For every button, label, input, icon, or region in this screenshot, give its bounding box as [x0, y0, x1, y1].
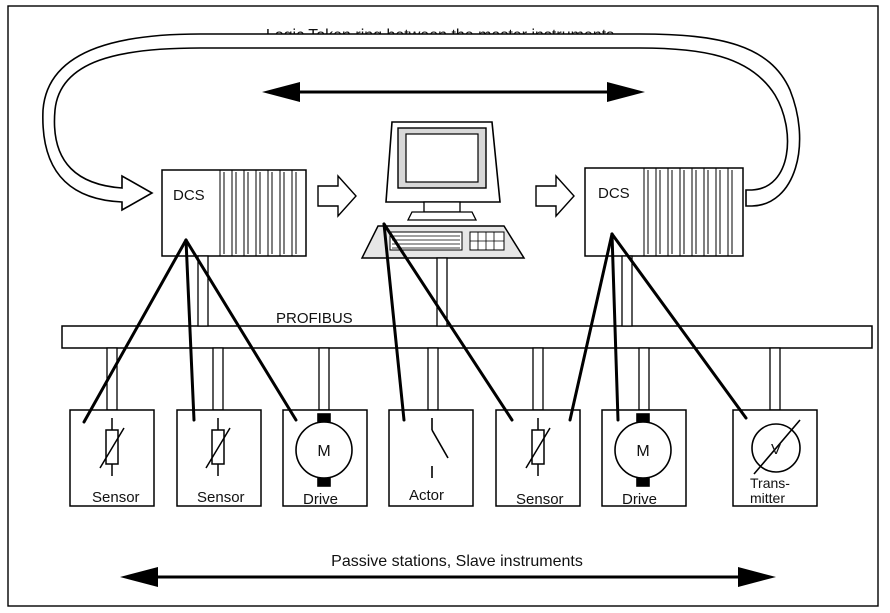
- dcs-right-label: DCS: [598, 185, 630, 202]
- slave-label-sensor-3: Sensor: [516, 491, 564, 508]
- slave-box-actor: [388, 409, 474, 507]
- slave-label-transmitter-line1: Trans-: [750, 475, 790, 491]
- slave-bus-drops: [106, 347, 781, 411]
- drive-1-motor-icon: [295, 413, 353, 487]
- sensor-2-icon: [205, 418, 231, 476]
- link-pc-sensor-3: [382, 222, 514, 422]
- slave-label-drive-1: Drive: [303, 491, 338, 508]
- profibus-label: PROFIBUS: [276, 310, 353, 327]
- dcs-left-label: DCS: [173, 187, 205, 204]
- drive-2-symbol: M: [636, 443, 649, 460]
- slave-label-sensor-2: Sensor: [197, 489, 245, 506]
- link-dcs-left-sensor-2: [184, 238, 196, 422]
- slave-label-drive-2: Drive: [622, 491, 657, 508]
- link-dcs-right-drive-2: [610, 232, 620, 422]
- dcs-left: DCS: [161, 169, 307, 257]
- slave-label-sensor-1: Sensor: [92, 489, 140, 506]
- link-pc-actor: [382, 222, 406, 422]
- link-dcs-right-sensor-3: [568, 232, 614, 422]
- drive-2-motor-icon: [614, 413, 672, 487]
- outer-frame: [7, 5, 879, 607]
- token-arrow-head-right: [607, 82, 645, 102]
- profibus-bus: [61, 325, 873, 349]
- slave-arrow-head-left: [120, 567, 158, 587]
- pass-arrow-left: [317, 174, 357, 218]
- link-dcs-left-sensor-1: [82, 238, 188, 424]
- master-bus-drops: [197, 255, 633, 327]
- actor-switch-icon: [431, 418, 449, 478]
- sensor-1-icon: [99, 418, 125, 476]
- slave-stations-label: Passive stations, Slave instruments: [331, 553, 583, 570]
- link-dcs-left-drive-1: [184, 238, 298, 422]
- pass-arrow-right: [535, 174, 575, 218]
- slave-label-transmitter-line2: mitter: [750, 490, 785, 506]
- slave-label-actor: Actor: [409, 487, 444, 504]
- drive-1-symbol: M: [317, 443, 330, 460]
- token-ring-loop-arrow: [42, 33, 801, 212]
- logical-connections: [82, 222, 748, 424]
- transmitter-symbol: V: [771, 441, 781, 458]
- link-dcs-right-transmitter: [610, 232, 748, 420]
- token-arrow-head-left: [262, 82, 300, 102]
- sensor-3-icon: [525, 418, 551, 476]
- slave-arrow-head-right: [738, 567, 776, 587]
- transmitter-gauge-icon: [751, 419, 801, 475]
